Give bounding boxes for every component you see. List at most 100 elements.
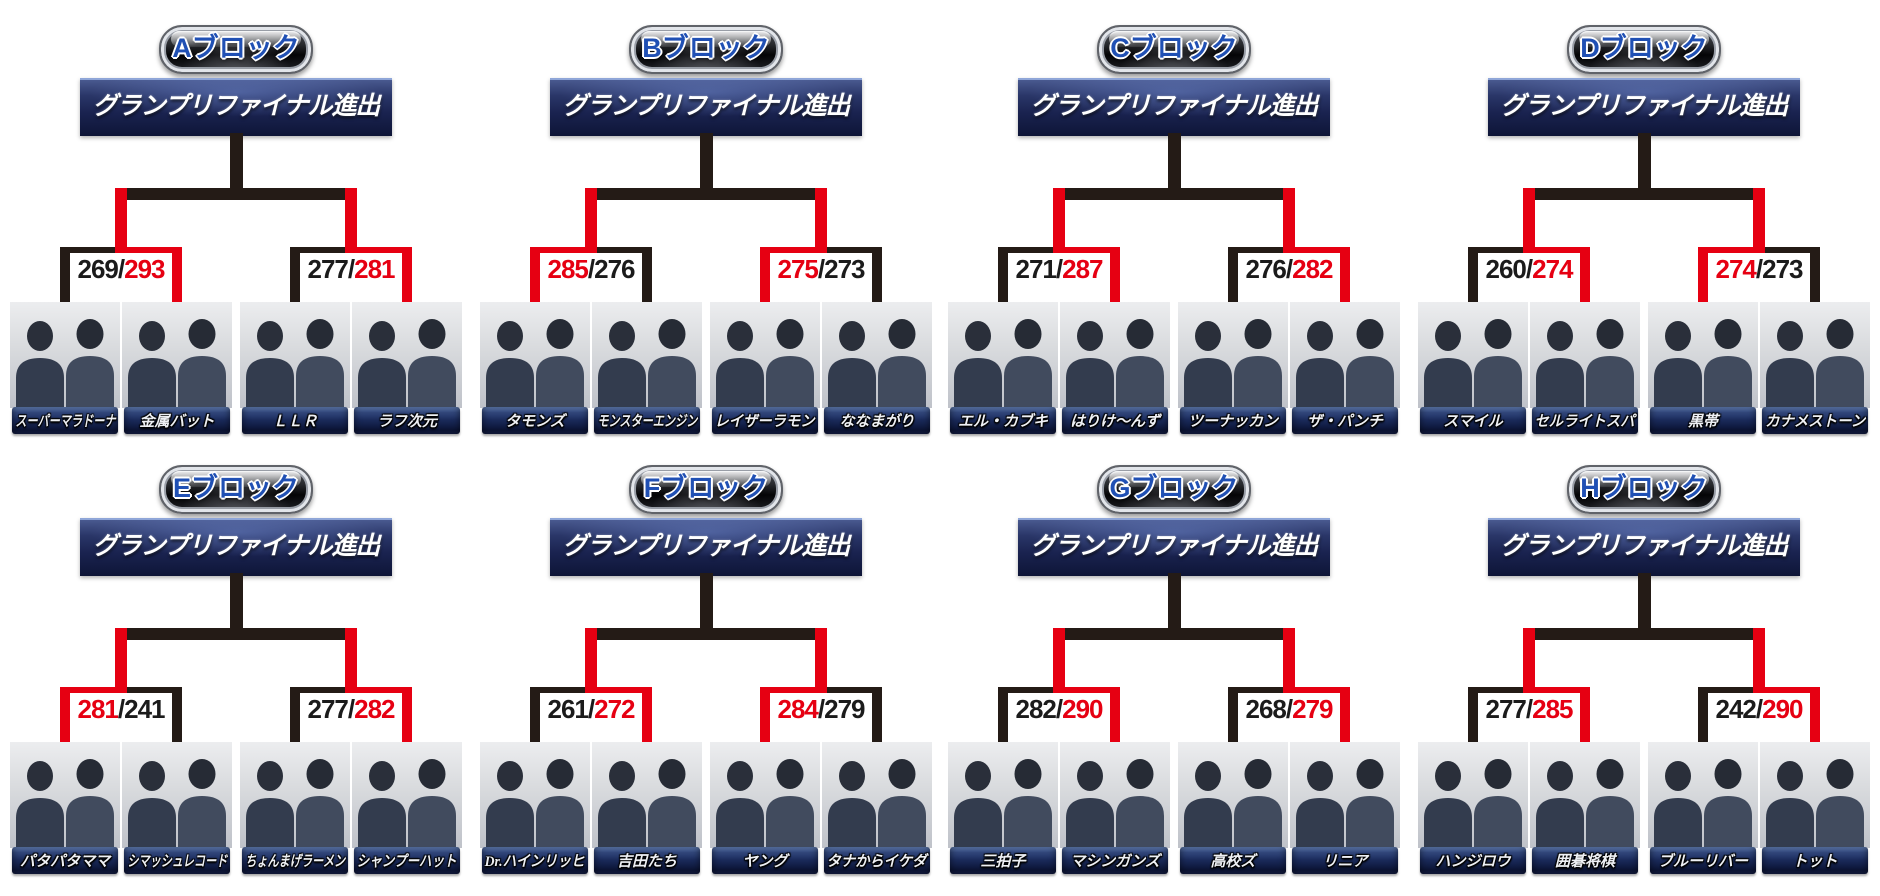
winner-path-line — [1523, 628, 1535, 693]
duo-silhouette-icon — [716, 759, 814, 848]
match-bar-right — [351, 247, 412, 253]
duo-silhouette-icon — [246, 759, 344, 848]
score-separator: / — [1525, 694, 1533, 724]
score-separator: / — [117, 254, 125, 284]
duo-silhouette-icon — [1296, 759, 1394, 848]
team-photo — [1178, 742, 1288, 848]
right-score: 274 — [1532, 254, 1573, 284]
team-name: 三拍子 — [980, 854, 1026, 870]
block-badge-label: Aブロック — [172, 33, 300, 63]
team-nameplate: ヤング — [712, 847, 818, 874]
score-separator: / — [117, 694, 125, 724]
duo-silhouette-icon — [598, 759, 696, 848]
team-name: タモンズ — [505, 414, 565, 430]
match-bar-right — [821, 247, 882, 253]
match-bar-left — [530, 687, 591, 693]
score-separator: / — [1055, 254, 1063, 284]
winner-path-line — [1523, 188, 1535, 253]
team-name: シマッシュレコード — [127, 854, 227, 870]
team-name: 黒帯 — [1687, 414, 1718, 430]
duo-silhouette-icon — [246, 319, 344, 408]
score-separator: / — [817, 694, 825, 724]
block-badge: Eブロック — [159, 465, 313, 514]
right-score: 282 — [354, 694, 395, 724]
grand-prix-final-label: グランプリファイナル進出 — [92, 533, 381, 560]
team-photo — [240, 302, 350, 408]
team-nameplate: マシンガンズ — [1062, 847, 1168, 874]
team-nameplate: カナメストーン — [1762, 407, 1868, 434]
match-bracket: 277/285 — [1418, 628, 1640, 742]
team-card: シマッシュレコード — [122, 742, 232, 875]
grand-prix-final-label: グランプリファイナル進出 — [1030, 93, 1319, 120]
team-nameplate: ラフ次元 — [354, 407, 460, 434]
team-card: カナメストーン — [1760, 302, 1870, 435]
match-score: 282/290 — [998, 694, 1120, 725]
match-bar-left — [998, 247, 1059, 253]
duo-silhouette-icon — [358, 319, 456, 408]
team-photo — [948, 302, 1058, 408]
team-name: ハンジロウ — [1435, 854, 1511, 870]
match-bracket: 271/287 — [948, 188, 1170, 302]
winner-path-line — [1283, 188, 1295, 253]
block-h: Hブロック グランプリファイナル進出 277/285 242/290 — [1418, 454, 1870, 875]
team-photo — [1530, 742, 1640, 848]
match-bracket: 268/279 — [1178, 628, 1400, 742]
team-leg-line — [1698, 247, 1708, 302]
winner-path-line — [1053, 628, 1065, 693]
block-badge: Dブロック — [1567, 25, 1721, 74]
grand-prix-final-label: グランプリファイナル進出 — [1500, 93, 1789, 120]
match-bar-left — [1228, 247, 1289, 253]
left-score: 277 — [307, 694, 348, 724]
team-name: タナからイケダ — [827, 854, 927, 870]
match-bar-right — [1529, 247, 1590, 253]
winner-path-line — [115, 628, 127, 693]
team-leg-line — [290, 247, 300, 302]
team-name: 囲碁将棋 — [1554, 854, 1615, 870]
team-leg-line — [402, 247, 412, 302]
match-score: 277/285 — [1468, 694, 1590, 725]
team-photo — [1530, 302, 1640, 408]
match-bracket: 275/273 — [710, 188, 932, 302]
team-photo — [710, 302, 820, 408]
team-name: トット — [1792, 854, 1838, 870]
right-score: 273 — [1762, 254, 1803, 284]
duo-silhouette-icon — [486, 319, 584, 408]
team-card: ちょんまげラーメン — [240, 742, 350, 875]
bracket-stem-line — [1638, 133, 1651, 200]
bracket-horizontal-line — [121, 188, 351, 200]
team-leg-line — [760, 687, 770, 742]
team-name: パタパタママ — [19, 854, 110, 870]
left-score: 277 — [307, 254, 348, 284]
team-photo — [240, 742, 350, 848]
grand-prix-final-banner: グランプリファイナル進出 — [1018, 78, 1330, 136]
team-card: スマイル — [1418, 302, 1528, 435]
team-name: ちょんまげラーメン — [245, 854, 345, 870]
team-name: マシンガンズ — [1070, 854, 1160, 870]
team-photo — [352, 742, 462, 848]
block-badge: Hブロック — [1567, 465, 1721, 514]
team-nameplate: ＬＬＲ — [242, 407, 348, 434]
right-score: 241 — [124, 694, 165, 724]
match-bar-left — [1468, 687, 1529, 693]
winner-path-line — [1283, 628, 1295, 693]
team-leg-line — [1110, 687, 1120, 742]
duo-silhouette-icon — [1066, 759, 1164, 848]
winner-path-line — [1053, 188, 1065, 253]
team-nameplate: シマッシュレコード — [124, 847, 230, 874]
team-leg-line — [1468, 247, 1478, 302]
team-photo — [1060, 742, 1170, 848]
match-bar-right — [1759, 247, 1820, 253]
right-score: 281 — [354, 254, 395, 284]
team-nameplate: トット — [1762, 847, 1868, 874]
block-badge-label: Bブロック — [642, 33, 770, 63]
team-card: パタパタママ — [10, 742, 120, 875]
block-badge-label: Gブロック — [1109, 473, 1239, 503]
block-badge: Fブロック — [629, 465, 783, 514]
match-score: 242/290 — [1698, 694, 1820, 725]
team-card: トット — [1760, 742, 1870, 875]
match-bracket: 277/282 — [240, 628, 462, 742]
team-leg-line — [402, 687, 412, 742]
match-bar-left — [760, 687, 821, 693]
bracket-horizontal-line — [121, 628, 351, 640]
